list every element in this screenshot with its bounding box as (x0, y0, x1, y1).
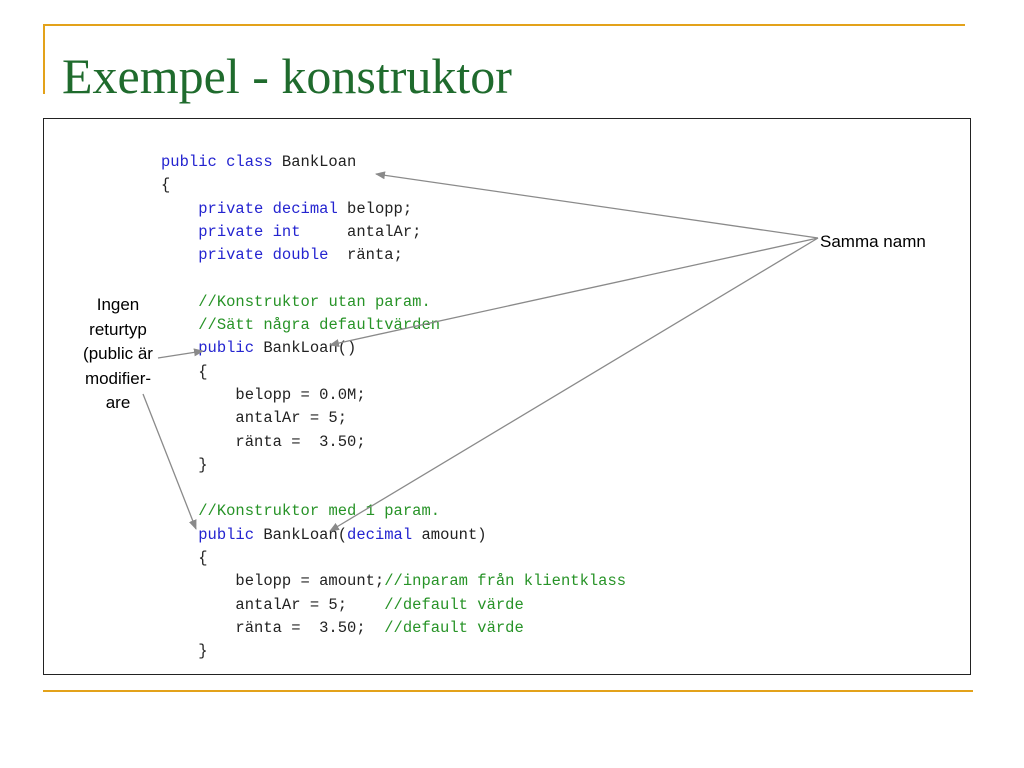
code-text: ränta = 3.50; (161, 432, 366, 451)
code-text: { (161, 176, 171, 195)
code-text (161, 246, 198, 264)
bottom-rule (43, 690, 973, 692)
code-line: } (161, 640, 626, 663)
code-comment: //Sätt några defaultvärden (198, 316, 441, 335)
code-line: public BankLoan() (161, 337, 626, 360)
code-line: belopp = 0.0M; (161, 384, 626, 407)
code-line: private double ränta; (161, 244, 626, 267)
code-line: } (161, 454, 626, 477)
code-text: belopp = 0.0M; (161, 385, 366, 404)
code-keyword: public (198, 339, 255, 358)
code-line: public class BankLoan (161, 151, 626, 174)
code-line: antalAr = 5; //default värde (161, 594, 626, 617)
code-text: ränta = 3.50; (161, 618, 385, 637)
top-rule (43, 24, 965, 26)
note-line: are (105, 393, 131, 412)
code-text (161, 502, 198, 520)
code-keyword: public class (161, 153, 282, 171)
code-keyword: public (198, 525, 255, 544)
note-line: (public är (83, 344, 153, 363)
note-line: Ingen (96, 295, 140, 314)
code-text: BankLoan( (254, 525, 348, 544)
code-text: { (161, 549, 208, 568)
note-line: returtyp (89, 319, 147, 339)
code-text: ränta; (328, 246, 403, 265)
code-text: antalAr; (300, 222, 422, 241)
code-text (161, 316, 198, 334)
code-text (161, 339, 198, 357)
code-keyword: decimal (347, 525, 413, 544)
note-no-return-type: Ingen returtyp (public är modifier- are (72, 293, 164, 416)
code-line: //Konstruktor utan param. (161, 291, 626, 314)
code-comment: //default värde (384, 618, 524, 637)
code-line (161, 477, 626, 500)
code-text: antalAr = 5; (161, 595, 385, 614)
code-text: } (161, 455, 208, 474)
code-text (161, 526, 198, 544)
code-comment: //inparam från klientklass (384, 572, 627, 591)
code-keyword: private double (198, 246, 329, 265)
code-keyword: private decimal (198, 199, 338, 218)
code-line: { (161, 174, 626, 197)
note-line: modifier- (84, 368, 152, 388)
code-line: ränta = 3.50; (161, 431, 626, 454)
code-text: } (161, 642, 208, 661)
code-line: belopp = amount;//inparam från klientkla… (161, 570, 626, 593)
code-line (161, 267, 626, 290)
code-text: BankLoan() (254, 339, 357, 358)
code-text: BankLoan (281, 153, 357, 171)
code-comment: //Konstruktor utan param. (198, 292, 431, 311)
code-line: ränta = 3.50; //default värde (161, 617, 626, 640)
code-text (161, 200, 198, 218)
code-line: public BankLoan(decimal amount) (161, 524, 626, 547)
code-line: antalAr = 5; (161, 407, 626, 430)
code-line: private int antalAr; (161, 221, 626, 244)
code-comment: //default värde (384, 595, 524, 614)
code-line: private decimal belopp; (161, 198, 626, 221)
code-text: antalAr = 5; (161, 409, 348, 428)
code-line: { (161, 547, 626, 570)
code-keyword: private int (198, 222, 301, 241)
left-rule (43, 24, 45, 94)
code-text: belopp; (337, 199, 413, 218)
slide-title: Exempel - konstruktor (62, 48, 512, 104)
note-same-name: Samma namn (820, 232, 926, 251)
code-text (161, 293, 198, 311)
code-text: belopp = amount; (161, 572, 385, 591)
code-comment: //Konstruktor med 1 param. (198, 502, 441, 521)
code-text: { (161, 362, 208, 381)
code-text: amount) (412, 525, 487, 544)
code-line: //Konstruktor med 1 param. (161, 500, 626, 523)
code-line: //Sätt några defaultvärden (161, 314, 626, 337)
code-block: public class BankLoan { private decimal b… (161, 151, 626, 664)
code-text (161, 223, 198, 241)
code-line: { (161, 361, 626, 384)
